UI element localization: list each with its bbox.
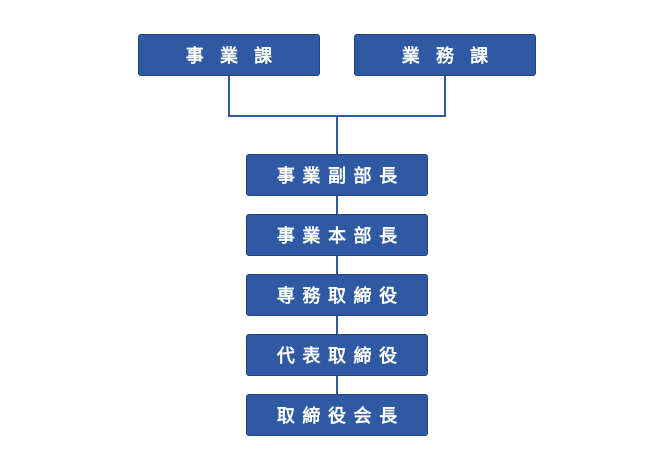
node-label: 代表取締役 — [276, 346, 405, 367]
node-label: 業務課 — [401, 46, 505, 67]
node-senmu-torishimariyaku: 専務取締役 — [246, 274, 428, 316]
node-jigyou-honbuchou: 事業本部長 — [246, 214, 428, 256]
node-label: 専務取締役 — [276, 286, 405, 307]
node-jigyouka: 事業課 — [138, 34, 320, 76]
node-label: 事業課 — [185, 46, 289, 67]
node-torishimariyaku-kaichou: 取締役会長 — [246, 394, 428, 436]
node-label: 事業副部長 — [276, 166, 405, 187]
node-gyoumuka: 業務課 — [354, 34, 536, 76]
node-label: 事業本部長 — [276, 226, 405, 247]
node-label: 取締役会長 — [276, 406, 405, 427]
node-jigyou-fukubuchou: 事業副部長 — [246, 154, 428, 196]
node-daihyou-torishimariyaku: 代表取締役 — [246, 334, 428, 376]
